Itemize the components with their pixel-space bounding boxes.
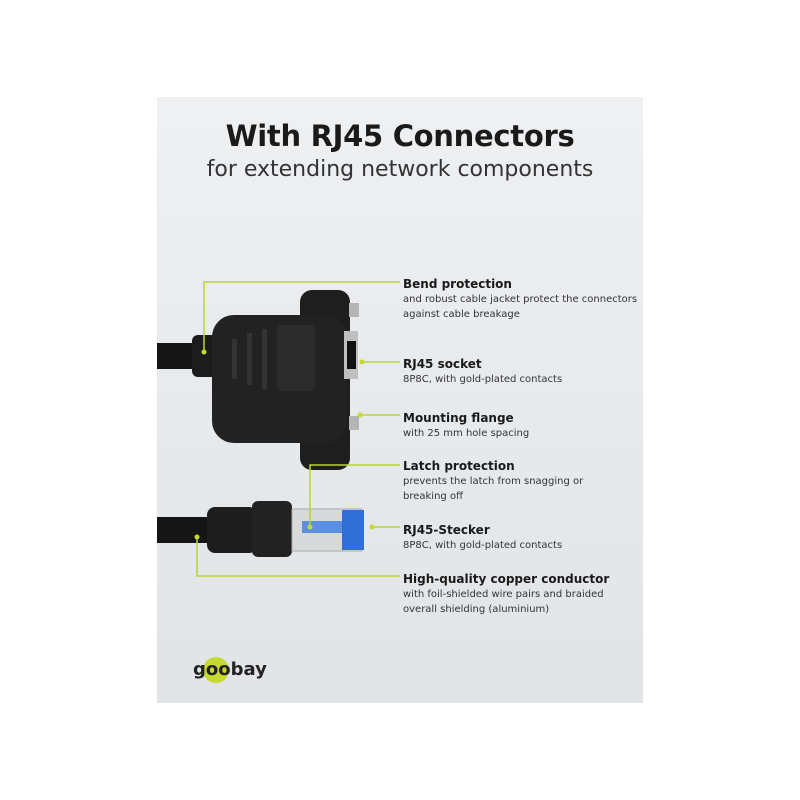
feature-rj45-socket: RJ45 socket 8P8C, with gold-plated conta… (403, 356, 643, 387)
goobay-logo: goobay (193, 657, 267, 683)
logo-speech-bubble (203, 657, 229, 683)
feature-heading: Latch protection (403, 459, 515, 473)
grip-rib (262, 329, 267, 389)
page-subtitle: for extending network components (206, 157, 594, 182)
grip-rib (232, 339, 237, 379)
feature-text: and robust cable jacket protect the conn… (403, 294, 638, 320)
feature-latch-protection: Latch protection prevents the latch from… (403, 458, 593, 504)
grip-rib (247, 333, 252, 385)
plug-contacts (342, 510, 364, 550)
callout-lines (196, 281, 400, 577)
latch-protection-hood (252, 501, 292, 557)
feature-text: with 25 mm hole spacing (403, 428, 530, 439)
feature-text: with foil-shielded wire pairs and braide… (403, 589, 604, 615)
ce-mark-panel (277, 325, 315, 391)
callout-dot (194, 534, 200, 540)
callout-dot (369, 524, 375, 530)
callout-dot (357, 412, 363, 418)
connector-illustration (157, 281, 400, 577)
callout-dot (201, 349, 207, 355)
feature-heading: High-quality copper conductor (403, 572, 610, 586)
feature-mounting-flange: Mounting flange with 25 mm hole spacing (403, 410, 643, 441)
latch (302, 521, 352, 533)
feature-rj45-plug: RJ45-Stecker 8P8C, with gold-plated cont… (403, 522, 643, 553)
callout-line (196, 537, 400, 577)
page-title: With RJ45 Connectors (225, 119, 575, 153)
socket-cable (157, 343, 197, 369)
callout-dots (194, 349, 375, 540)
feature-text: 8P8C, with gold-plated contacts (403, 374, 563, 385)
rj45-socket-opening (347, 341, 356, 369)
feature-heading: RJ45-Stecker (403, 523, 490, 537)
screw-bottom (349, 416, 359, 430)
brand-name: goobay (193, 659, 267, 680)
feature-heading: RJ45 socket (403, 357, 482, 371)
callout-dot (307, 524, 313, 530)
plug-boot (207, 507, 257, 553)
callout-line (309, 464, 400, 527)
feature-bend-protection: Bend protection and robust cable jacket … (403, 276, 643, 322)
bend-protection-sleeve (192, 335, 217, 377)
plug-cable (157, 517, 212, 543)
feature-copper-conductor: High-quality copper conductor with foil-… (403, 571, 623, 617)
feature-heading: Bend protection (403, 277, 512, 291)
feature-text: prevents the latch from snagging or brea… (403, 476, 584, 502)
callout-line (203, 281, 400, 352)
callout-dot (359, 359, 365, 365)
product-infographic: With RJ45 Connectors for extending netwo… (157, 97, 643, 703)
feature-heading: Mounting flange (403, 411, 514, 425)
feature-text: 8P8C, with gold-plated contacts (403, 540, 563, 551)
screw-top (349, 303, 359, 317)
